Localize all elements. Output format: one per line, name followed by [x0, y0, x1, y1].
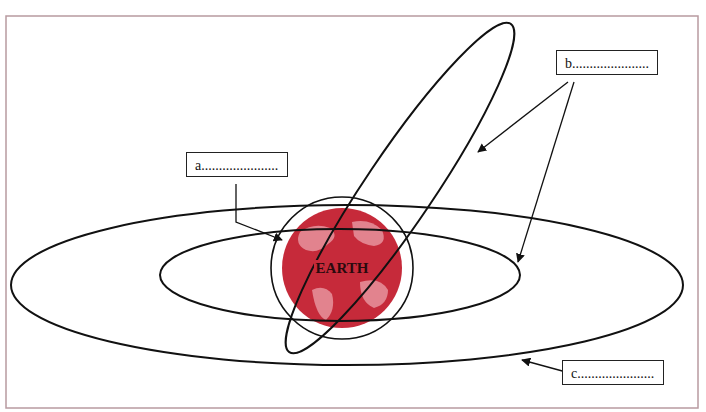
low-orbit	[160, 229, 520, 321]
label-box: b......................	[556, 50, 658, 75]
leader-line	[522, 360, 566, 372]
leader-line	[518, 82, 574, 262]
page-frame	[6, 16, 698, 408]
earth-circle: EARTH	[269, 195, 415, 341]
blank-label: c......................	[571, 366, 654, 382]
blank-label: b......................	[565, 56, 649, 72]
leader-line	[236, 184, 282, 240]
elliptical-orbit	[261, 5, 539, 371]
planet-name: EARTH	[314, 260, 371, 276]
leader-line	[478, 82, 568, 152]
high-orbit	[11, 205, 683, 365]
blank-label: a......................	[195, 158, 278, 174]
label-box: c......................	[562, 360, 664, 385]
label-box: a......................	[186, 152, 288, 177]
